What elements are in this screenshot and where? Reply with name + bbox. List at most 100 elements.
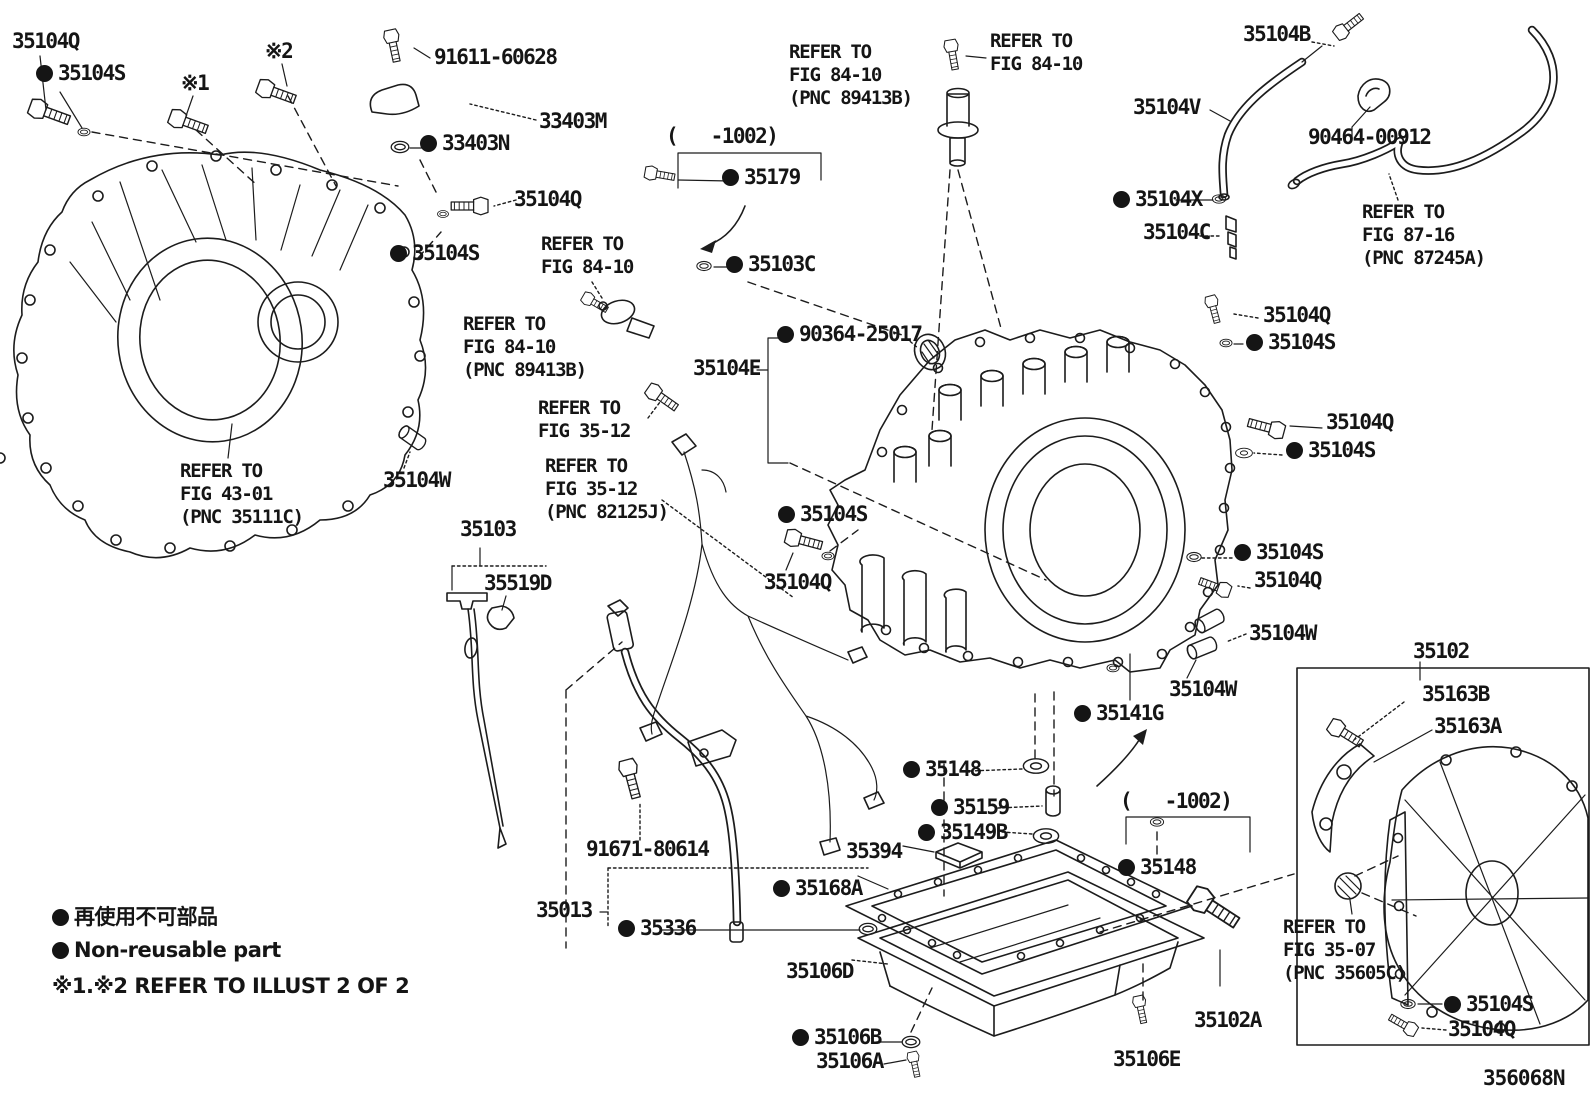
non-reusable-dot-icon <box>1444 996 1461 1013</box>
grommet-35605c <box>1334 872 1362 900</box>
transmission-case-drawing <box>827 329 1236 673</box>
label-35103c: 35103C <box>726 252 816 277</box>
part-number-text: 35102A <box>1194 1008 1262 1032</box>
part-number-text: 35104Q <box>1254 568 1322 592</box>
label-35168a: 35168A <box>773 876 863 901</box>
label-35013: 35013 <box>536 898 593 923</box>
label-35104s: 35104S <box>390 241 480 266</box>
filler-pipe-35104v-drawing <box>1218 45 1323 201</box>
label-35148: 35148 <box>903 757 982 782</box>
label-35519d: 35519D <box>484 571 552 596</box>
part-number-text: 33403M <box>539 109 607 133</box>
label-35159: 35159 <box>931 795 1010 820</box>
non-reusable-dot-icon <box>1074 705 1091 722</box>
non-reusable-dot-icon <box>773 880 790 897</box>
part-number-text: 35106D <box>786 959 854 983</box>
part-number-text: 35104C <box>1143 220 1211 244</box>
part-number-text: 35104S <box>58 61 126 85</box>
label-refer-to-fig-84-10: REFER TO FIG 84-10 <box>990 30 1083 76</box>
part-number-text: 35104S <box>1466 992 1534 1016</box>
wire-harness-drawing <box>639 433 885 856</box>
part-number-text: REFER TO FIG 87-16 (PNC 87245A) <box>1362 201 1486 269</box>
part-number-text: 35163B <box>1422 682 1490 706</box>
part-number-text: REFER TO FIG 35-12 <box>538 397 631 442</box>
non-reusable-dot-icon <box>52 909 69 926</box>
legend-row-jp: 再使用不可部品 <box>52 901 409 931</box>
part-number-text: 35104S <box>800 502 868 526</box>
part-number-text: 35104Q <box>764 570 832 594</box>
label-35104s: 35104S <box>1286 438 1376 463</box>
label-1002: ( -1002) <box>666 124 779 149</box>
non-reusable-dot-icon <box>918 824 935 841</box>
non-reusable-dot-icon <box>390 245 407 262</box>
label-1002: ( -1002) <box>1120 789 1233 814</box>
figure-code: 356068N <box>1483 1066 1566 1090</box>
part-number-text: REFER TO FIG 84-10 <box>541 233 634 278</box>
label-35394: 35394 <box>846 839 903 864</box>
label-35104w: 35104W <box>383 468 451 493</box>
part-number-text: 35103C <box>748 252 816 276</box>
label-35103: 35103 <box>460 517 517 542</box>
filler-tube-35013-drawing <box>606 599 878 943</box>
non-reusable-dot-icon <box>52 942 69 959</box>
label-35104q: 35104Q <box>514 187 582 212</box>
label-35102: 35102 <box>1413 639 1470 664</box>
breather-hose-drawing <box>1287 25 1558 190</box>
label-35104c: 35104C <box>1143 220 1211 245</box>
label-35148: 35148 <box>1118 855 1197 880</box>
label-refer-to-fig-35-07-pnc-35605c: REFER TO FIG 35-07 (PNC 35605C) <box>1283 916 1407 984</box>
part-number-text: 35104W <box>1249 621 1317 645</box>
label-35149b: 35149B <box>918 820 1008 845</box>
part-number-text: 35104Q <box>12 29 80 53</box>
label-33403n: 33403N <box>420 131 510 156</box>
label-35179: 35179 <box>722 165 801 190</box>
oil-pan-drawing <box>857 871 1205 1037</box>
label-35104s: 35104S <box>1234 540 1324 565</box>
non-reusable-dot-icon <box>1113 191 1130 208</box>
non-reusable-dot-icon <box>420 135 437 152</box>
part-number-text: 90364-25017 <box>799 322 923 346</box>
non-reusable-dot-icon <box>1118 859 1135 876</box>
label-35104s: 35104S <box>1246 330 1336 355</box>
part-number-text: 35104W <box>1169 677 1237 701</box>
legend-jp-text: 再使用不可部品 <box>74 905 218 929</box>
part-number-text: 35104S <box>1268 330 1336 354</box>
non-reusable-dot-icon <box>722 169 739 186</box>
label-1: ※1 <box>181 71 210 96</box>
part-number-text: 35104Q <box>1326 410 1394 434</box>
part-number-text: ( -1002) <box>1120 789 1233 813</box>
leader-lines <box>39 41 1447 1065</box>
label-35104e: 35104E <box>693 356 761 381</box>
label-35106a: 35106A <box>816 1049 884 1074</box>
union-35159-drawing <box>1045 785 1061 817</box>
label-35104q: 35104Q <box>1254 568 1322 593</box>
label-91671-80614: 91671-80614 <box>586 837 710 862</box>
label-refer-to-fig-35-12-pnc-82125j: REFER TO FIG 35-12 (PNC 82125J) <box>545 455 669 523</box>
part-number-text: 35104S <box>1308 438 1376 462</box>
label-35104q: 35104Q <box>1326 410 1394 435</box>
part-number-text: 35104V <box>1133 95 1201 119</box>
part-number-text: REFER TO FIG 84-10 <box>990 30 1083 75</box>
part-number-text: 35104W <box>383 468 451 492</box>
non-reusable-dot-icon <box>36 65 53 82</box>
part-number-text: REFER TO FIG 43-01 (PNC 35111C) <box>180 460 304 528</box>
part-number-text: 35104E <box>693 356 761 380</box>
part-number-text: REFER TO FIG 35-07 (PNC 35605C) <box>1283 916 1407 984</box>
part-number-text: 35179 <box>744 165 801 189</box>
dipstick-35103-drawing <box>446 592 515 849</box>
label-35104b: 35104B <box>1243 22 1311 47</box>
label-refer-to-fig-84-10-pnc-89413b: REFER TO FIG 84-10 (PNC 89413B) <box>463 313 587 381</box>
label-35106e: 35106E <box>1113 1047 1181 1072</box>
non-reusable-dot-icon <box>903 761 920 778</box>
label-refer-to-fig-43-01-pnc-35111c: REFER TO FIG 43-01 (PNC 35111C) <box>180 460 304 528</box>
clip-35519d-drawing <box>486 605 515 631</box>
pointer-arrows <box>700 205 1147 787</box>
part-number-text: 35148 <box>925 757 982 781</box>
rear-cover-plate-35163a <box>1311 743 1375 853</box>
label-35104v: 35104V <box>1133 95 1201 120</box>
part-number-text: 35104Q <box>1263 303 1331 327</box>
part-number-text: 35149B <box>940 820 1008 844</box>
